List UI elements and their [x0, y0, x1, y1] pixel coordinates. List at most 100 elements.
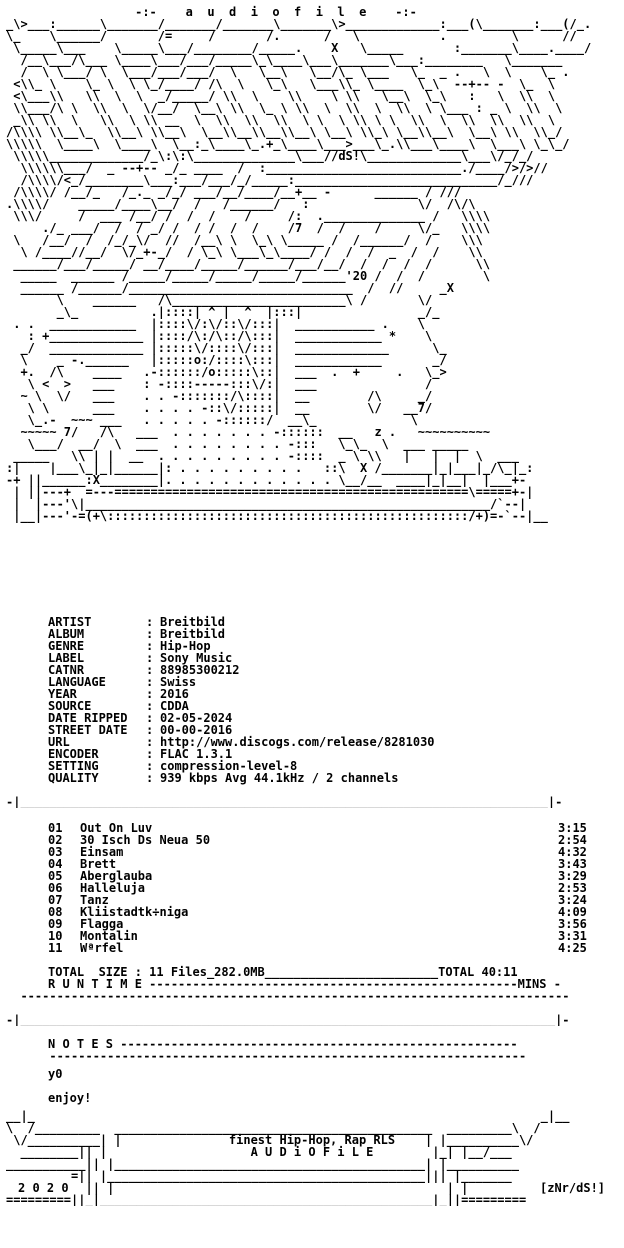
track-duration: 4:09 [558, 905, 587, 919]
footer-tagline: finest Hip-Hop, Rap RLS [228, 1133, 396, 1147]
info-field-row: URL: http://www.discogs.com/release/82810… [6, 736, 618, 748]
runtime-text: R U N T I M E --------------------------… [48, 977, 561, 991]
notes-heading: N O T E S [48, 1037, 114, 1051]
info-field-colon: : [146, 699, 154, 713]
track-title: Halleluja [80, 881, 146, 895]
info-field-value: Sony Music [160, 651, 233, 665]
notes-line: enjoy! [48, 1091, 92, 1105]
info-field-row: SETTING: compression-level-8 [6, 760, 618, 772]
ascii-art-logo: _\>___:______\_______/_______/_______\__… [6, 18, 592, 523]
track-number: 01 [48, 821, 63, 835]
info-field-value: 02-05-2024 [160, 711, 233, 725]
track-duration: 3:24 [558, 893, 587, 907]
notes-body: y0 enjoy! [6, 1062, 618, 1110]
track-number: 07 [48, 893, 63, 907]
info-field-row: CATNR:88985300212 [6, 664, 618, 676]
track-number: 03 [48, 845, 63, 859]
footer-brand: A U D i O F i L E [250, 1145, 374, 1159]
track-duration: 2:53 [558, 881, 587, 895]
info-field-row: LANGUAGE:Swiss [6, 676, 618, 688]
info-field-value: Hip-Hop [160, 639, 211, 653]
info-field-value: 939 kbps Avg 44.1kHz / 2 channels [160, 771, 399, 785]
info-field-colon: : [146, 711, 154, 725]
info-field-row: YEAR:2016 [6, 688, 618, 700]
info-field-colon: : [146, 747, 154, 761]
info-field-value: http://www.discogs.com/release/8281030 [160, 735, 435, 749]
total-size-text: TOTAL SIZE : 11 Files_282.0MB___________… [48, 965, 518, 979]
info-field-key: DATE RIPPED [48, 711, 128, 725]
info-field-colon: : [146, 615, 154, 629]
info-field-key: URL [48, 735, 70, 749]
track-title: Out On Luv [80, 821, 153, 835]
info-field-row: QUALITY:939 kbps Avg 44.1kHz / 2 channel… [6, 772, 618, 784]
track-number: 04 [48, 857, 63, 871]
track-duration: 3:56 [558, 917, 587, 931]
info-field-colon: : [146, 675, 154, 689]
info-field-key: LANGUAGE [48, 675, 106, 689]
info-field-key: QUALITY [48, 771, 99, 785]
info-field-colon: : [146, 651, 154, 665]
info-field-value: 00-00-2016 [160, 723, 233, 737]
track-title: Aberglauba [80, 869, 153, 883]
runtime-underline: ----------------------------------------… [6, 990, 570, 1002]
info-field-value: Breitbild [160, 615, 226, 629]
info-field-row: STREET DATE:00-00-2016 [6, 724, 618, 736]
total-size-row: TOTAL SIZE : 11 Files_282.0MB___________… [6, 966, 618, 978]
runtime-row: R U N T I M E --------------------------… [6, 978, 618, 990]
track-number: 02 [48, 833, 63, 847]
info-field-key: STREET DATE [48, 723, 128, 737]
info-field-colon: : [146, 627, 154, 641]
track-duration: 3:31 [558, 929, 587, 943]
track-number: 05 [48, 869, 63, 883]
track-title: Einsam [80, 845, 124, 859]
info-field-colon: : [146, 771, 154, 785]
track-number: 08 [48, 905, 63, 919]
info-field-row: LABEL: Sony Music [6, 652, 618, 664]
notes-section: N O T E S ------------------------------… [6, 1038, 618, 1110]
nfo-document: -:- a u d i o f i l e -:- _\>___:______\… [6, 6, 618, 1242]
footer-frame: __|_ _|__ \ /_________ _________________… [6, 1110, 570, 1206]
track-number: 11 [48, 941, 63, 955]
footer: __|_ _|__ \ /_________ _________________… [6, 1110, 618, 1206]
track-number: 10 [48, 929, 63, 943]
info-field-key: CATNR [48, 663, 85, 677]
info-field-key: ARTIST [48, 615, 92, 629]
info-field-row: SOURCE: CDDA [6, 700, 618, 712]
info-field-row: GENRE:Hip-Hop [6, 640, 618, 652]
info-field-row: ALBUM:Breitbild [6, 628, 618, 640]
track-title: 30 Isch Ds Neua 50 [80, 833, 211, 847]
info-field-colon: : [146, 735, 154, 749]
info-field-colon: : [146, 723, 154, 737]
info-field-row: ARTIST: Breitbild [6, 616, 618, 628]
info-field-key: YEAR [48, 687, 77, 701]
divider-notes: -|______________________________________… [6, 1014, 570, 1026]
info-field-key: SOURCE [48, 699, 92, 713]
info-field-value: Breitbild [160, 627, 226, 641]
notes-heading-row: N O T E S ------------------------------… [48, 1037, 518, 1051]
track-title: Wªrfel [80, 941, 124, 955]
track-number: 06 [48, 881, 63, 895]
info-field-value: compression-level-8 [160, 759, 298, 773]
notes-line: y0 [48, 1067, 63, 1081]
info-field-key: SETTING [48, 759, 99, 773]
info-field-key: GENRE [48, 639, 85, 653]
divider-top: -|______________________________________… [6, 796, 563, 808]
info-field-value: CDDA [160, 699, 189, 713]
track-title: Brett [80, 857, 117, 871]
info-field-colon: : [146, 759, 154, 773]
footer-year: 2 0 2 0 [18, 1181, 69, 1195]
info-field-key: LABEL [48, 651, 85, 665]
info-field-value: FLAC 1.3.1 [160, 747, 233, 761]
